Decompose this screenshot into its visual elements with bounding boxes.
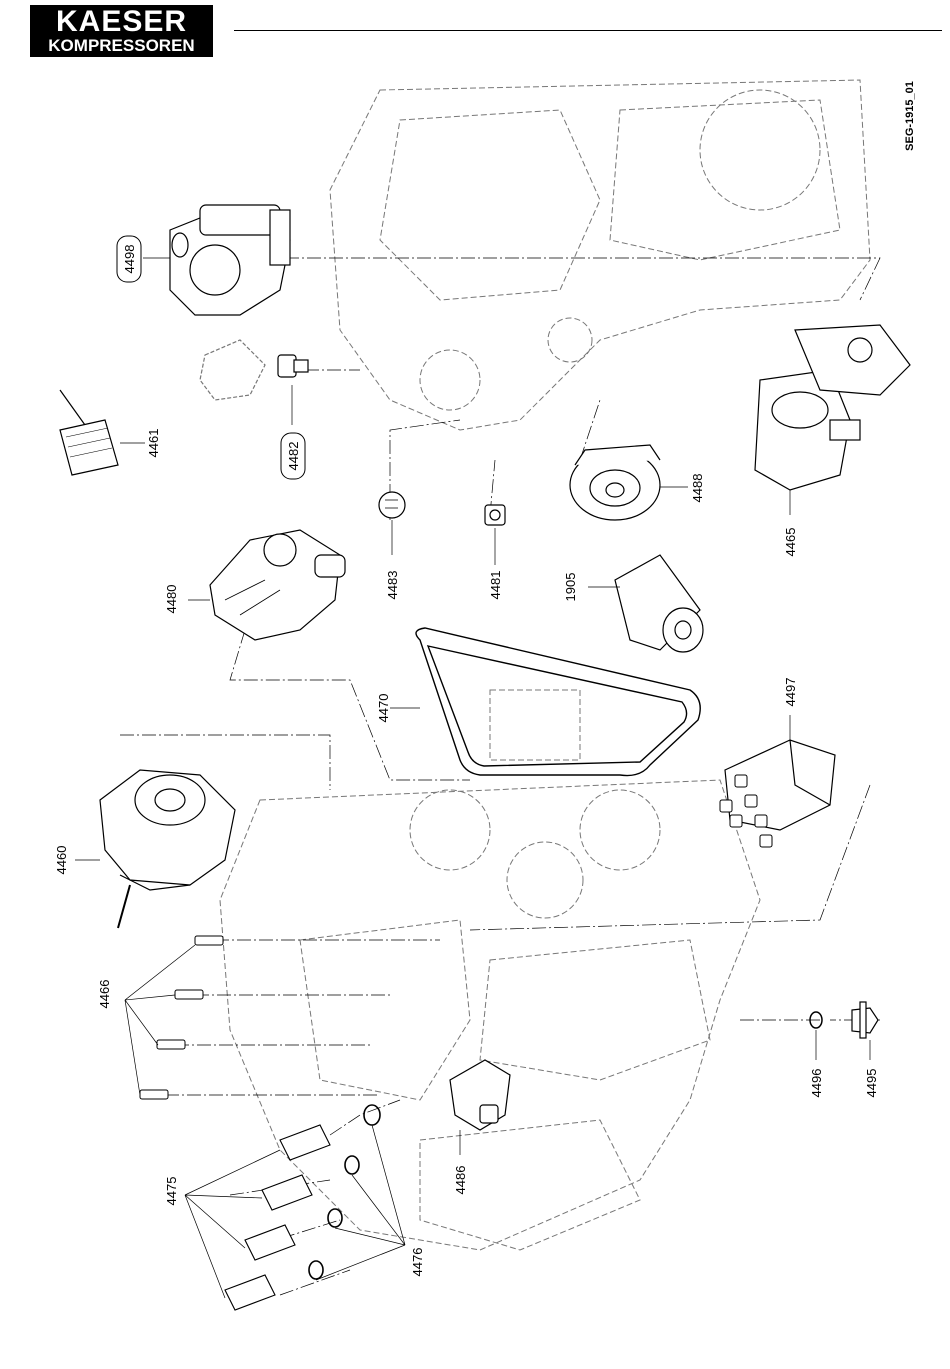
part-1905-oil-filter: [615, 555, 703, 652]
label-4495: 4495: [864, 1069, 879, 1098]
part-4470-belt: [416, 628, 700, 776]
part-4465-starter-motor: [755, 325, 910, 490]
label-4497: 4497: [783, 678, 798, 707]
part-4498-thermostat-housing: [170, 205, 290, 315]
part-4461-plate: [60, 390, 118, 475]
part-4483-sender: [379, 492, 405, 518]
label-4496: 4496: [809, 1069, 824, 1098]
label-4482: 4482: [286, 442, 301, 471]
label-4498: 4498: [122, 245, 137, 274]
label-4476: 4476: [410, 1248, 425, 1277]
part-4481-sensor: [485, 505, 505, 525]
label-4480: 4480: [164, 585, 179, 614]
part-4460-alternator: [100, 770, 235, 928]
part-4476-leaders: [316, 1125, 405, 1280]
label-4470: 4470: [376, 694, 391, 723]
label-leader-lines: [75, 258, 870, 1155]
label-4481: 4481: [488, 571, 503, 600]
label-4465: 4465: [783, 528, 798, 557]
part-4488-oil-cooler: [570, 445, 660, 520]
label-4486: 4486: [453, 1166, 468, 1195]
label-4475: 4475: [164, 1177, 179, 1206]
part-4475-injectors: [225, 1125, 330, 1310]
label-1905: 1905: [563, 573, 578, 602]
label-4460: 4460: [54, 846, 69, 875]
part-4466-leaders: [125, 945, 195, 1095]
part-4486-solenoid: [450, 1060, 510, 1130]
part-4495-plug: [852, 1002, 878, 1038]
part-4480-water-pump: [210, 530, 345, 640]
label-4466: 4466: [97, 980, 112, 1009]
engine-block-ghost: [220, 80, 870, 1250]
part-4466-glow-plugs: [140, 936, 223, 1099]
label-4488: 4488: [690, 474, 705, 503]
label-4461: 4461: [146, 429, 161, 458]
label-4483: 4483: [385, 571, 400, 600]
